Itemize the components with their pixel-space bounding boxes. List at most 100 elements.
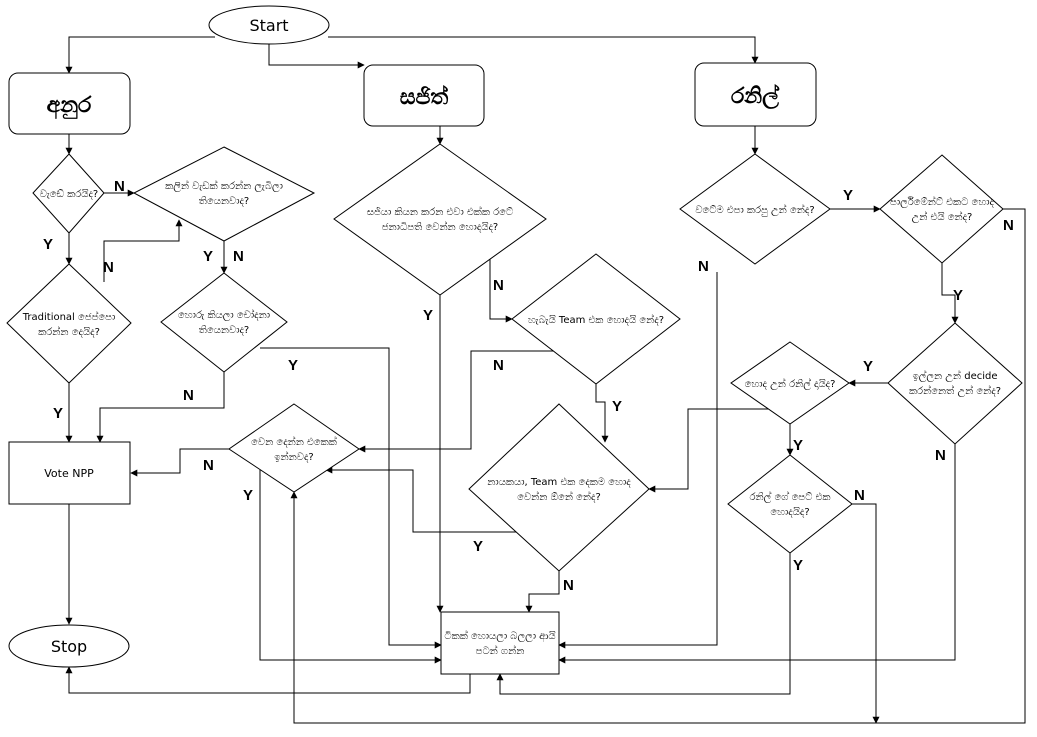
- label-no: N: [114, 178, 125, 195]
- decision-thief-line1: හොරු කියලා චෝදනා: [178, 308, 270, 321]
- decision-sajith-says: සජියා කියන කරන එවා එක්ක රටේ ජනාධිපති වෙන…: [333, 143, 547, 296]
- label-no: N: [854, 487, 865, 504]
- label-yes: Y: [423, 307, 433, 324]
- decision-thief-line2: තියෙනවාද?: [199, 325, 249, 336]
- label-no: N: [935, 447, 946, 464]
- edge-dthief-vote: [96, 372, 225, 443]
- label-yes: Y: [953, 287, 963, 304]
- start-node: Start: [208, 5, 330, 45]
- label-yes: Y: [43, 236, 53, 253]
- anura-node: අනුර: [8, 72, 131, 135]
- decision-parliament: පාර්ලිමේන්ට් එකට හොද උන් එයි නේද?: [879, 154, 1004, 264]
- label-yes: Y: [612, 398, 622, 415]
- edge-dother-vote: [130, 448, 231, 477]
- decision-sajith-says-line1: සජියා කියන කරන එවා එක්ක රටේ: [367, 205, 513, 218]
- ranil-label: රනිල්: [731, 83, 780, 110]
- stop-label: Stop: [51, 637, 87, 656]
- label-yes: Y: [793, 437, 803, 454]
- research-again-line1: ටිකක් හොයලා බලලා ආයි: [444, 629, 556, 642]
- vote-npp-node: Vote NPP: [8, 441, 131, 505]
- edge-dteam-dleader: [595, 384, 609, 443]
- edge-start-anura: [65, 36, 215, 74]
- label-no: N: [103, 259, 114, 276]
- decision-tie-change: වටේම එපා කරපු උන් නේද?: [679, 153, 831, 265]
- label-yes: Y: [863, 358, 873, 375]
- label-no: N: [233, 248, 244, 265]
- label-no: N: [1003, 217, 1014, 234]
- decision-good-ranil-line1: හොද උන් රනිල් දායිද?: [745, 377, 836, 390]
- decision-team-line1: හැබැයි Team එක හොදයි නේද?: [528, 313, 664, 326]
- decision-decide: ඉල්ලන උන් decide කරන්නෙත් උන් නේද?: [887, 322, 1023, 445]
- stop-node: Stop: [8, 624, 130, 668]
- vote-npp-label: Vote NPP: [44, 467, 94, 480]
- edge-dparty-lastbox: [496, 553, 791, 695]
- label-yes: Y: [288, 357, 298, 374]
- edge-dtrad-dbefore: [103, 219, 183, 282]
- edge-dparty-dother: [852, 503, 880, 724]
- research-again-node: ටිකක් හොයලා බලලා ආයි පටන් ගන්න: [440, 611, 560, 675]
- edge-ddecide-lastbox: [558, 444, 956, 664]
- research-again-line2: පටන් ගන්න: [476, 644, 525, 657]
- decision-before: කලින් වැඩක් කරන්න ලැබිලා තියෙනවාද?: [132, 146, 316, 242]
- decision-parliament-line1: පාර්ලිමේන්ට් එකට හොද: [890, 195, 994, 208]
- sajith-label: සජිත්: [400, 84, 449, 110]
- edge-labels: N Y N Y N Y Y N N Y Y N N Y Y N Y N N Y …: [43, 178, 1014, 594]
- decision-good-ranil: හොද උන් රනිල් දායිද?: [730, 341, 850, 425]
- edge-lastbox-stop: [65, 666, 471, 694]
- label-no: N: [698, 258, 709, 275]
- edge-dthief-lastbox: [260, 347, 442, 649]
- label-yes: Y: [53, 405, 63, 422]
- decision-work: වැඩේ කරයිද?: [32, 153, 105, 234]
- decision-team: හැබැයි Team එක හොදයි නේද?: [511, 253, 681, 385]
- decision-decide-line1: ඉල්ලන උන් decide: [912, 369, 997, 382]
- sajith-node: සජිත්: [363, 64, 485, 127]
- decision-before-line2: තියෙනවාද?: [199, 196, 249, 207]
- edge-start-sajith: [268, 44, 365, 69]
- decision-work-line1: වැඩේ කරයිද?: [40, 188, 98, 200]
- edge-dparl-dother: [290, 208, 1026, 724]
- label-yes: Y: [203, 248, 213, 265]
- anura-label: අනුර: [47, 93, 92, 120]
- decision-ranil-party-line2: හොදයිද?: [770, 507, 809, 518]
- decision-leader-team-line2: වෙන්න ඕනේ නේද?: [517, 490, 601, 503]
- label-no: N: [493, 277, 504, 294]
- label-yes: Y: [473, 538, 483, 555]
- edge-dleader-lastbox: [525, 571, 560, 613]
- label-yes: Y: [793, 557, 803, 574]
- label-no: N: [493, 357, 504, 374]
- decision-traditional-line1: Traditional ජෙප්පො: [22, 310, 115, 323]
- decision-thief: හොරු කියලා චෝදනා තියෙනවාද?: [160, 272, 288, 373]
- ranil-node: රනිල්: [694, 62, 817, 127]
- label-yes: Y: [243, 487, 253, 504]
- decision-ranil-party: රනිල් ගේ පෙට් එක හොදයිද?: [727, 454, 853, 554]
- decision-traditional-line2: කරන්න දෙයිද?: [38, 325, 100, 338]
- edge-dteam-dother: [358, 350, 555, 453]
- decision-traditional: Traditional ජෙප්පො කරන්න දෙයිද?: [6, 263, 132, 384]
- start-label: Start: [249, 16, 288, 35]
- decision-other-two: වෙන දෙන්න එකෙක් ඉන්නවද?: [228, 403, 360, 493]
- decision-other-two-line1: වෙන දෙන්න එකෙක්: [251, 435, 337, 448]
- edge-dparl-ddecide: [941, 263, 959, 324]
- edge-dgood-dleader: [648, 408, 774, 493]
- decision-other-two-line2: ඉන්නවද?: [274, 450, 313, 463]
- decision-before-line1: කලින් වැඩක් කරන්න ලැබිලා: [165, 179, 283, 192]
- edge-start-ranil: [328, 36, 759, 64]
- label-yes: Y: [843, 187, 853, 204]
- nodes: Start අනුර සජිත් රනිල් වැඩේ කරයිද? කලින්…: [6, 5, 1023, 675]
- edge-dleader-dother: [325, 466, 516, 533]
- edge-dtie-lastbox: [558, 272, 718, 649]
- label-no: N: [183, 387, 194, 404]
- label-no: N: [563, 577, 574, 594]
- decision-leader-team-line1: නායකයා, Team එක දෙකම හොද: [487, 477, 631, 488]
- decision-tie-change-line1: වටේම එපා කරපු උන් නේද?: [695, 203, 814, 216]
- edge-dother-lastbox: [259, 470, 442, 664]
- decision-decide-line2: කරන්නෙත් උන් නේද?: [909, 384, 1001, 397]
- decision-leader-team: නායකයා, Team එක දෙකම හොද වෙන්න ඕනේ නේද?: [468, 403, 650, 572]
- edges: [65, 36, 1026, 724]
- label-no: N: [203, 457, 214, 474]
- decision-ranil-party-line1: රනිල් ගේ පෙට් එක: [750, 490, 831, 503]
- edge-dsays-dteam: [489, 257, 513, 323]
- decision-parliament-line2: උන් එයි නේද?: [912, 210, 973, 223]
- decision-sajith-says-line2: ජනාධිපති වෙන්න හොදයිද?: [382, 220, 498, 233]
